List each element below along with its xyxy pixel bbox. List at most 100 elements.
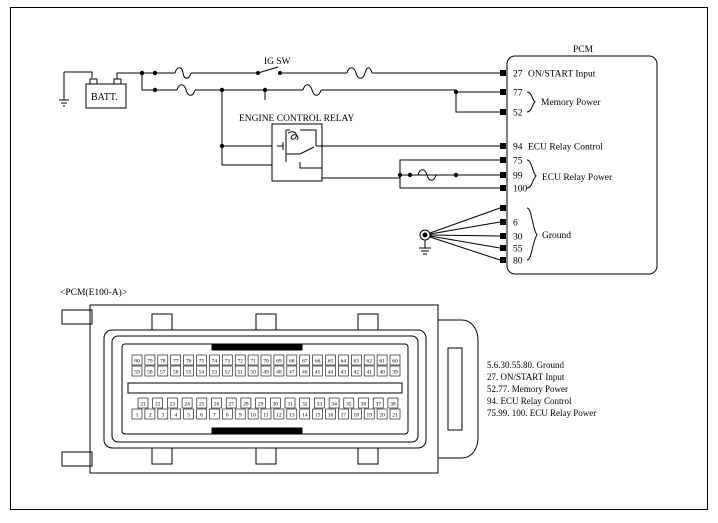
connector-pin-cell xyxy=(299,408,311,420)
connector-pin-number: 33 xyxy=(317,402,323,408)
connector-pin-number: 22 xyxy=(155,402,161,408)
connector-pin-number: 64 xyxy=(341,359,347,365)
connector-pin-cell xyxy=(363,354,375,366)
connector-pin-cell xyxy=(247,408,259,420)
connector-pin-number: 40 xyxy=(379,370,385,376)
connector-pin-cell xyxy=(269,397,281,409)
connector-pin-number: 29 xyxy=(258,402,264,408)
connector-pin-cell xyxy=(286,354,298,366)
connector-pin-number: 31 xyxy=(287,402,293,408)
connector-pin-number: 56 xyxy=(173,370,179,376)
connector-pin-cell xyxy=(358,397,369,409)
connector-pin-number: 3 xyxy=(161,413,164,419)
connector-pin-number: 44 xyxy=(328,370,334,376)
connector-pin-cell xyxy=(170,365,181,377)
connector-pin-number: 13 xyxy=(289,413,295,419)
connector-pin-cell xyxy=(183,354,194,366)
connector-pin-number: 79 xyxy=(147,359,153,365)
pin-number: 6 xyxy=(513,219,518,229)
connector-pin-cell xyxy=(131,354,143,366)
pin-terminal xyxy=(500,89,506,95)
pin-terminal xyxy=(500,172,506,178)
connector-pin-number: 59 xyxy=(134,370,140,376)
connector-pin-cell xyxy=(196,397,208,409)
pcm-box xyxy=(506,55,658,275)
connector-pin-cell xyxy=(273,408,285,420)
junction-dots xyxy=(139,70,459,178)
connector-pin-cell xyxy=(299,397,311,409)
pin-terminals xyxy=(500,70,506,263)
connector-pin-number: 2 xyxy=(149,413,152,419)
connector-pin-cell xyxy=(338,408,349,420)
connector-pin-cell xyxy=(234,354,246,366)
connector-pin-cell xyxy=(234,365,246,377)
connector-pin-number: 43 xyxy=(341,370,347,376)
connector-pin-number: 49 xyxy=(263,370,269,376)
connector-pin-number: 68 xyxy=(289,359,295,365)
pin-terminal xyxy=(500,185,506,191)
connector-pin-number: 50 xyxy=(250,370,256,376)
connector-pin-cell xyxy=(240,397,252,409)
connector-pin-cell xyxy=(222,354,233,366)
connector-pin-number: 30 xyxy=(273,402,279,408)
pcm-label: PCM xyxy=(573,45,594,55)
legend-line: 27. ON/START Input xyxy=(487,372,565,382)
connector-pin-cell xyxy=(234,408,246,420)
pin-terminal xyxy=(500,109,506,115)
pin-number: 77 xyxy=(513,89,523,99)
connector-pin-number: 51 xyxy=(237,370,243,376)
connector-pin-cell xyxy=(350,354,362,366)
connector-pin-number: 70 xyxy=(263,359,269,365)
connector-pin-number: 15 xyxy=(315,413,321,419)
connector-pin-number: 16 xyxy=(328,413,334,419)
connector-pin-number: 69 xyxy=(276,359,282,365)
connector-pin-cell xyxy=(363,365,375,377)
legend-line: 52.77. Memory Power xyxy=(487,384,568,394)
connector-pin-cell xyxy=(222,408,233,420)
connector-pin-number: 24 xyxy=(184,402,190,408)
connector-pin-number: 61 xyxy=(379,359,385,365)
pin-number: 94 xyxy=(513,143,523,153)
connector-pin-cell xyxy=(260,365,272,377)
connector-pin-cell xyxy=(372,397,384,409)
connector-pin-number: 28 xyxy=(243,402,249,408)
connector-pin-cell xyxy=(196,408,207,420)
connector-pin-cell xyxy=(255,397,266,409)
connector-pin-cell xyxy=(144,354,156,366)
connector-pin-number: 27 xyxy=(228,402,234,408)
connector-pin-cell xyxy=(376,354,388,366)
outer-frame xyxy=(10,7,708,510)
connector-pin-number: 41 xyxy=(366,370,372,376)
connector-pin-cell xyxy=(209,408,220,420)
connector-pin-number: 38 xyxy=(390,402,396,408)
connector-pin-number: 23 xyxy=(170,402,176,408)
connector-pin-cell xyxy=(338,354,349,366)
group-memory-power: Memory Power xyxy=(541,98,601,108)
pin-number: 52 xyxy=(513,109,523,119)
connector-pin-cell xyxy=(157,408,169,420)
pcm-connector xyxy=(61,304,479,474)
connector-pin-cell xyxy=(247,365,259,377)
connector-pin-number: 7 xyxy=(213,413,216,419)
pin-number: 27 xyxy=(513,70,523,80)
connector-pin-number: 53 xyxy=(212,370,218,376)
connector-pin-number: 74 xyxy=(212,359,218,365)
group-ecu-relay-power: ECU Relay Power xyxy=(542,173,613,183)
connector-pin-number: 42 xyxy=(354,370,360,376)
connector-pin-cell xyxy=(284,397,296,409)
relay-label: ENGINE CONTROL RELAY xyxy=(239,114,355,124)
connector-pin-cell xyxy=(312,408,323,420)
connector-pin-number: 72 xyxy=(237,359,243,365)
pin-number: 80 xyxy=(513,257,523,267)
connector-pin-cell xyxy=(343,397,355,409)
connector-pin-number: 47 xyxy=(289,370,295,376)
connector-pin-number: 63 xyxy=(354,359,360,365)
connector-pin-number: 77 xyxy=(173,359,179,365)
pin-number: 75 xyxy=(513,157,523,167)
connector-pin-number: 58 xyxy=(147,370,153,376)
group-ground: Ground xyxy=(542,231,571,241)
engine-control-relay xyxy=(271,123,323,182)
batt-label: BATT. xyxy=(91,92,118,103)
connector-pin-cell xyxy=(325,354,336,366)
